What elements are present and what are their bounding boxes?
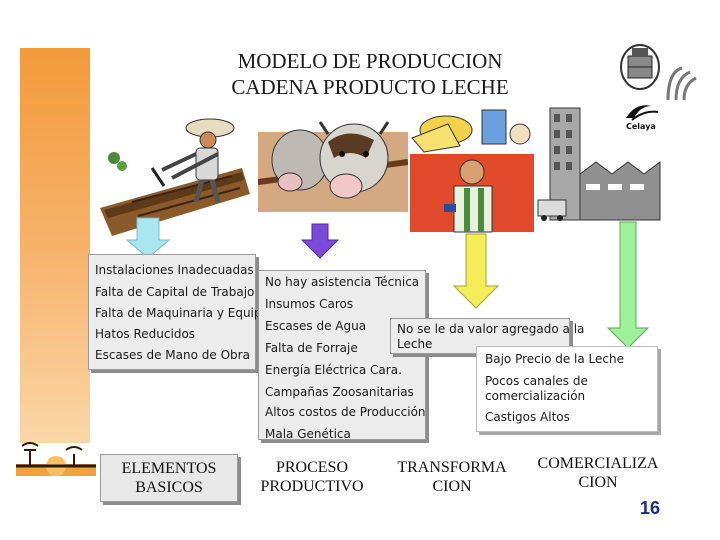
stage-process: PROCESO PRODUCTIVO [244, 458, 380, 496]
transform-item: No se le da valor agregado a la [397, 322, 585, 336]
sidebar-decor [20, 48, 90, 443]
market-item: Castigos Altos [485, 410, 570, 424]
arrow-market [606, 221, 650, 349]
stage-transform: TRANSFORMA CION [390, 458, 514, 496]
stage-line: PRODUCTIVO [260, 478, 364, 495]
transform-item: Leche [397, 337, 433, 351]
process-item: Insumos Caros [265, 297, 354, 311]
process-item: Escases de Agua [265, 319, 367, 333]
cows-illustration [258, 121, 408, 212]
process-item: Falta de Forraje [265, 341, 358, 355]
market-item: Pocos canales de [485, 374, 588, 388]
process-item: Campañas Zoosanitarias [265, 385, 414, 399]
stage-market: COMERCIALIZA CION [530, 454, 666, 492]
crest-logo-icon [620, 44, 660, 90]
box-transform-problems: No se le da valor agregado a la Leche [390, 318, 584, 354]
box-basic-problems: Instalaciones Inadecuadas Falta de Capit… [88, 254, 269, 370]
basic-item: Falta de Maquinaria y Equipo [95, 306, 269, 320]
process-item: Altos costos de Producción [265, 405, 426, 419]
stage-line: ELEMENTOS [121, 460, 217, 477]
basic-item: Hatos Reducidos [95, 327, 196, 341]
page-number: 16 [639, 498, 660, 518]
stage-basic: ELEMENTOS BASICOS [100, 454, 238, 502]
arrow-transform [452, 233, 500, 309]
dairy-worker-illustration [410, 109, 534, 233]
market-item: comercialización [485, 389, 586, 403]
celaya-logo-text: Celaya [626, 122, 656, 131]
basic-item: Instalaciones Inadecuadas [95, 263, 254, 277]
market-item: Bajo Precio de la Leche [485, 352, 625, 366]
stage-line: COMERCIALIZA [537, 455, 659, 472]
process-item: Mala Genética [265, 427, 351, 441]
waves-logo-icon [666, 66, 697, 101]
stage-line: CION [432, 478, 472, 495]
box-market-problems: Bajo Precio de la Leche Pocos canales de… [476, 346, 658, 432]
celaya-logo-icon [626, 105, 659, 121]
basic-item: Escases de Mano de Obra [95, 348, 250, 362]
title-line-1: MODELO DE PRODUCCION [237, 49, 503, 73]
factory-illustration [537, 107, 661, 221]
process-item: Energía Eléctrica Cara. [265, 363, 402, 377]
box-process-problems: No hay asistencia Técnica Insumos Caros … [258, 270, 426, 441]
title-line-2: CADENA PRODUCTO LECHE [231, 75, 509, 99]
stage-line: BASICOS [135, 479, 203, 496]
arrow-basic [125, 217, 171, 259]
arrow-process [300, 223, 340, 259]
stage-line: CION [578, 474, 618, 491]
process-item: No hay asistencia Técnica [265, 275, 420, 289]
landscape-tree-icon [16, 442, 96, 476]
stage-line: PROCESO [275, 459, 349, 476]
basic-item: Falta de Capital de Trabajo [95, 285, 255, 299]
page-title: MODELO DE PRODUCCION CADENA PRODUCTO LEC… [140, 48, 600, 100]
stage-line: TRANSFORMA [397, 459, 507, 476]
